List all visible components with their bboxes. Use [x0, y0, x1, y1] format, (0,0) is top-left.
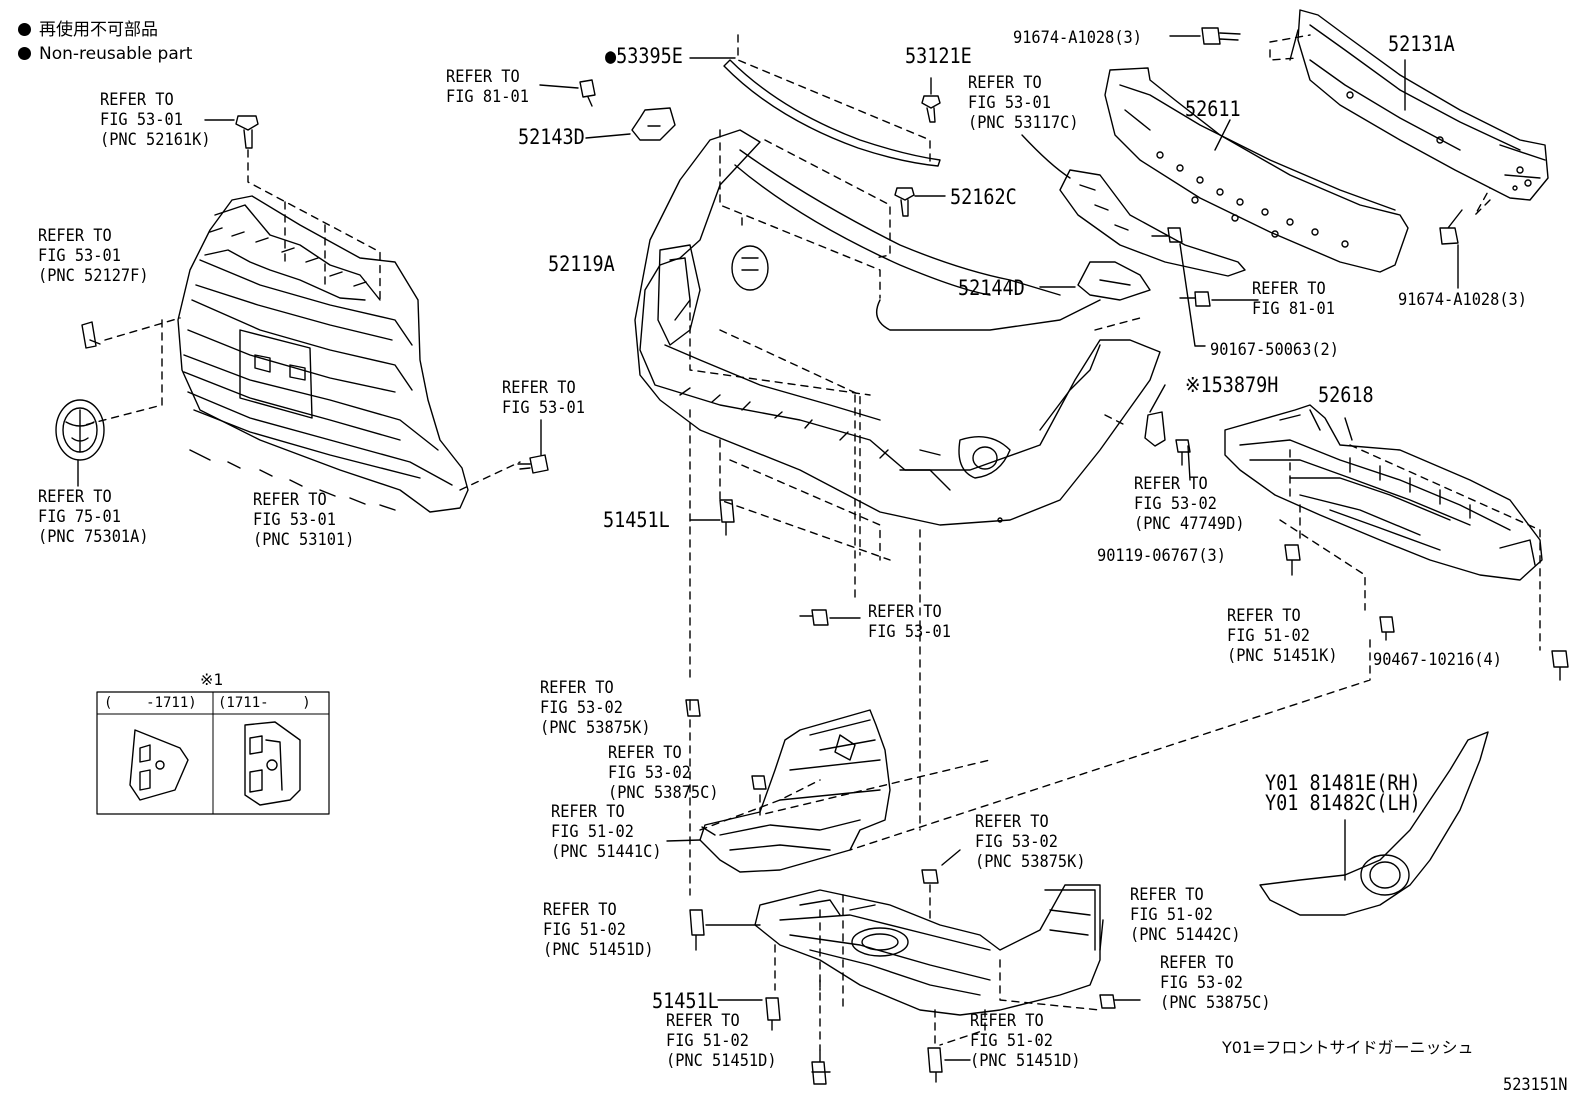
bolt-90167: [1151, 227, 1183, 243]
part-Y01-RH: Y01 81481E(RH): [1265, 771, 1421, 795]
inset-column-1: ( -1711): [104, 695, 197, 711]
bolt-51451L-upper: [719, 499, 735, 536]
clip-52162C: [894, 187, 915, 217]
grille-screw: [517, 419, 549, 474]
nut-47749D: [1175, 439, 1191, 466]
non-reusable-marker-icon: [18, 47, 31, 60]
reinforcement-guides: [1269, 34, 1491, 216]
legend-line-2: Non-reusable part: [18, 44, 192, 64]
part-53121E: 53121E: [905, 44, 972, 68]
engine-under-cover-51442C: [754, 884, 1101, 1016]
legend-line-1: 再使用不可部品: [18, 20, 158, 40]
clip-90467: [1551, 650, 1569, 681]
bolt-91674-right: [1439, 209, 1463, 245]
screw-center: [799, 609, 829, 626]
clip-52127F: [81, 321, 101, 349]
clip-53875K-right: [921, 869, 939, 884]
part-52618: 52618: [1318, 383, 1374, 407]
part-90467: 90467-10216(4): [1373, 650, 1502, 670]
part-53879H: ※153879H: [1185, 373, 1279, 397]
clip-53121E: [921, 95, 941, 123]
retainer-53117C: [1059, 169, 1246, 277]
clip-53875C-left: [751, 775, 767, 790]
bracket-52144D: [1077, 261, 1151, 301]
clip-53875K-left: [685, 699, 701, 717]
part-91674-right: 91674-A1028(3): [1398, 290, 1527, 310]
under-cover-guides: [849, 444, 1541, 851]
clip-53875C-right: [1099, 994, 1116, 1009]
grille-guide-lines: [84, 149, 521, 491]
emblem: [55, 399, 105, 487]
part-90167: 90167-50063(2): [1210, 340, 1339, 360]
bolt-51451D-bottom: [811, 1049, 827, 1085]
part-52143D: 52143D: [518, 125, 585, 149]
part-52611: 52611: [1185, 97, 1241, 121]
part-51451L-upper: 51451L: [603, 508, 670, 532]
non-reusable-marker-icon: [18, 23, 31, 36]
bumper-guide-lines: [689, 34, 1141, 831]
clip-52161K: [204, 115, 259, 149]
bolt-91674-top: [1201, 27, 1241, 45]
part-52119A: 52119A: [548, 252, 615, 276]
bumper-cover: [634, 129, 1161, 526]
bolt-90119: [1284, 544, 1301, 576]
part-90119: 90119-06767(3): [1097, 546, 1226, 566]
absorber-52611: [1104, 67, 1409, 273]
bottom-guide-lines: [689, 719, 1101, 1051]
inset-mark: ※1: [200, 670, 224, 689]
bolt-81-01-top: [579, 79, 596, 107]
retainer-53879H: [1144, 411, 1166, 447]
bolt-51451L-lower: [765, 997, 781, 1031]
footnote: Y01=フロントサイドガーニッシュ: [1222, 1038, 1474, 1057]
reinforcement-52131A: [1289, 9, 1549, 201]
molding-53395E: [723, 59, 941, 167]
inset-column-2: (1711- ): [218, 695, 311, 711]
grille-assembly: [177, 195, 469, 513]
side-under-cover-51441C: [699, 709, 891, 873]
part-53395E: ●53395E: [605, 44, 683, 68]
drawing-number: 523151N: [1503, 1075, 1568, 1095]
part-52162C: 52162C: [950, 185, 1017, 209]
bolt-51451D-center: [927, 1047, 943, 1083]
bolt-81-01-mid: [1179, 291, 1211, 307]
clip-51451K: [1379, 616, 1395, 641]
bolt-51451D-left: [689, 909, 705, 951]
garnish-Y01: [1259, 731, 1489, 916]
part-Y01-LH: Y01 81482C(LH): [1265, 791, 1421, 815]
part-51451L-lower: 51451L: [652, 989, 719, 1013]
part-52144D: 52144D: [958, 276, 1025, 300]
bracket-52143D: [631, 107, 676, 141]
under-cover-52618: [1224, 404, 1543, 581]
inset-box: [96, 691, 330, 815]
part-52131A: 52131A: [1388, 32, 1455, 56]
part-91674-top: 91674-A1028(3): [1013, 28, 1142, 48]
